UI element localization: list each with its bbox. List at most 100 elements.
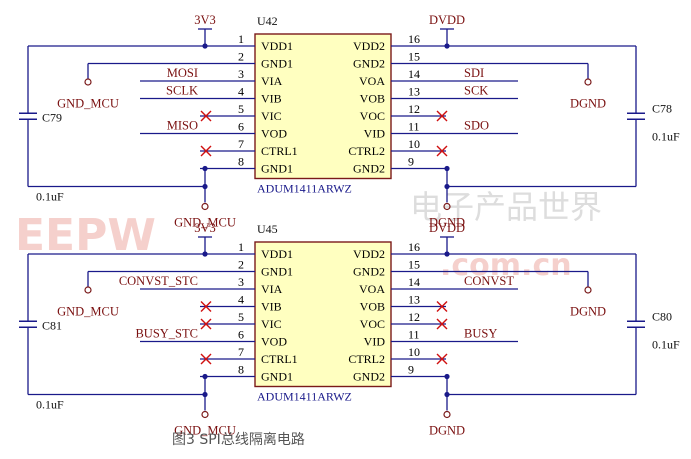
junction-dot	[444, 391, 450, 398]
power-label-left: 3V3	[194, 221, 216, 235]
pin-number: 15	[408, 258, 420, 272]
pin-name: VOC	[360, 317, 385, 331]
ground-symbol	[584, 286, 592, 294]
capacitor-value: 0.1uF	[652, 337, 680, 351]
junction-dot	[444, 183, 450, 190]
pin-number: 8	[238, 155, 244, 169]
pin-name: VOB	[360, 92, 385, 106]
junction-dot	[202, 373, 208, 380]
pin-number: 14	[408, 67, 420, 81]
pin-name: VOB	[360, 300, 385, 314]
pin-name: GND1	[261, 370, 293, 384]
pin-name: VIC	[261, 317, 282, 331]
pin-name: GND2	[353, 162, 385, 176]
watermark-logo: EEPW	[15, 210, 156, 261]
ground-label: DGND	[429, 424, 465, 438]
pin-number: 1	[238, 32, 244, 46]
no-connect-mark	[436, 318, 448, 330]
pin-name: VOD	[261, 335, 287, 349]
pin-name: VIA	[261, 282, 283, 296]
pin-number: 10	[408, 345, 420, 359]
net-label: CONVST_STC	[119, 274, 198, 288]
chip-part-number: ADUM1411ARWZ	[257, 390, 352, 404]
ground-label: GND_MCU	[57, 305, 119, 319]
pin-name: CTRL1	[261, 352, 298, 366]
net-label: BUSY_STC	[135, 327, 198, 341]
pin-name: GND2	[353, 370, 385, 384]
chip-body	[254, 241, 392, 388]
pin-number: 14	[408, 275, 420, 289]
pin-name: VOA	[359, 74, 385, 88]
pin-number: 11	[408, 120, 420, 134]
pin-name: VIB	[261, 300, 282, 314]
pin-name: GND1	[261, 57, 293, 71]
power-label-left: 3V3	[194, 13, 216, 27]
ground-label: DGND	[429, 216, 465, 230]
chip-ref: U42	[257, 14, 278, 28]
ground-symbol	[443, 202, 451, 211]
net-label: SDI	[464, 66, 484, 80]
ground-symbol	[84, 286, 92, 294]
pin-number: 7	[238, 137, 244, 151]
pin-name: VOC	[360, 109, 385, 123]
pin-number: 7	[238, 345, 244, 359]
pin-name: VDD2	[353, 39, 385, 53]
pin-name: CTRL2	[348, 352, 385, 366]
ground-symbol	[201, 410, 209, 419]
pin-number: 12	[408, 102, 420, 116]
pin-number: 3	[238, 67, 244, 81]
pin-name: VIC	[261, 109, 282, 123]
ground-symbol	[201, 202, 209, 211]
net-label: CONVST	[464, 274, 514, 288]
figure-caption: 图3 SPI总线隔离电路	[172, 431, 305, 448]
ground-label: GND_MCU	[174, 216, 236, 230]
pin-number: 1	[238, 240, 244, 254]
no-connect-mark	[200, 318, 212, 330]
pin-number: 5	[238, 310, 244, 324]
chip-part-number: ADUM1411ARWZ	[257, 182, 352, 196]
power-label-right: DVDD	[429, 221, 465, 235]
ground-label: DGND	[570, 305, 606, 319]
pin-name: VDD1	[261, 247, 293, 261]
pin-number: 3	[238, 275, 244, 289]
pin-number: 8	[238, 363, 244, 377]
pin-number: 6	[238, 120, 244, 134]
no-connect-mark	[436, 110, 448, 122]
chip-body	[254, 33, 392, 180]
junction-dot	[202, 165, 208, 172]
ground-symbol	[584, 78, 592, 86]
pin-name: GND1	[261, 162, 293, 176]
pin-number: 15	[408, 50, 420, 64]
pin-number: 2	[238, 258, 244, 272]
ground-symbol	[84, 78, 92, 86]
pin-number: 4	[238, 85, 244, 99]
pin-name: CTRL2	[348, 144, 385, 158]
chip-ref: U45	[257, 222, 278, 236]
pin-number: 12	[408, 310, 420, 324]
capacitor-ref: C79	[42, 110, 62, 124]
capacitor-ref: C80	[652, 309, 672, 323]
pin-number: 6	[238, 328, 244, 342]
pin-name: GND2	[353, 57, 385, 71]
net-label: SDO	[464, 119, 489, 133]
net-label: BUSY	[464, 327, 497, 341]
ground-label: GND_MCU	[174, 424, 236, 438]
no-connect-mark	[200, 110, 212, 122]
pin-name: GND1	[261, 265, 293, 279]
junction-dot	[202, 251, 208, 257]
pin-name: VOD	[261, 127, 287, 141]
ground-label: GND_MCU	[57, 97, 119, 111]
pin-name: VIA	[261, 74, 283, 88]
net-label: MISO	[167, 119, 198, 133]
pin-number: 5	[238, 102, 244, 116]
junction-dot	[202, 183, 208, 190]
power-label-right: DVDD	[429, 13, 465, 27]
capacitor-ref: C81	[42, 318, 62, 332]
pin-number: 16	[408, 32, 420, 46]
pin-number: 13	[408, 293, 420, 307]
pin-number: 2	[238, 50, 244, 64]
